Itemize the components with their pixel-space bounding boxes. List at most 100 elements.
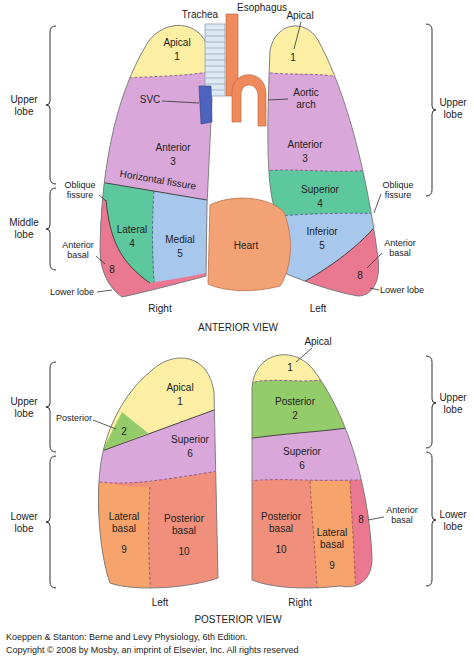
segment-name: Posterior basal [258,511,304,534]
lobe-label: Lower lobe [380,285,424,295]
structure-label: Aortic arch [287,87,325,110]
side-label: Right [288,597,311,609]
segment-name: Apical [166,382,193,394]
segment-number: 3 [170,156,176,168]
lung-outline [252,355,372,588]
apical-segment [80,0,220,84]
lobe-bracket [426,24,436,196]
segment-name: Lateral basal [104,511,144,534]
left-lung-posterior [80,330,230,610]
leader-line [97,290,112,292]
lobe-label: Middle lobe [4,217,44,240]
credit-line: Koeppen & Stanton: Berne and Levy Physio… [6,632,248,642]
credit-line: Copyright © 2008 by Mosby, an imprint of… [6,645,299,655]
segment-number: 1 [287,362,293,374]
structure-label: SVC [140,94,161,106]
oblique-fissure-line [106,200,150,283]
leader-line [99,195,106,201]
segment-number: 4 [317,198,323,210]
segment-name: Superior [283,446,321,458]
lobe-label: Lower lobe [435,509,471,532]
view-title: ANTERIOR VIEW [198,322,278,334]
segment-border [149,487,152,610]
fissure-label: Oblique fissure [60,180,100,201]
right-lung-anterior [80,0,230,320]
segment-name: Lateral basal [313,527,351,550]
segment-border [310,481,318,610]
aortic-arch [232,75,266,126]
side-label: Left [310,303,327,315]
oblique-fissure-line [80,406,225,459]
lobe-bracket [46,26,56,184]
leader-lines [93,22,384,520]
segment-number: 8 [357,270,363,282]
lobe-label: Lower lobe [50,287,94,297]
segment-number: 3 [302,153,308,165]
leader-line [294,22,301,49]
superior-vena-cava [199,86,212,124]
segment-name: Lateral [117,224,148,236]
leader-line [374,194,381,213]
segment-name: Superior [171,434,209,446]
segment-callout: Anterior basal [381,505,423,526]
segment-number: 5 [177,248,183,260]
segment-name: Anterior [287,139,322,151]
segment-number: 4 [129,238,135,250]
segment-name: Inferior [306,226,337,238]
anterior-basal-segment [80,195,210,320]
segment-number: 8 [358,514,364,526]
segment-border [350,481,356,610]
segment-callout: Apical [304,336,331,348]
segment-border [250,168,390,172]
anterior-basal-segment [300,212,395,320]
segment-number: 6 [187,448,193,460]
superior-segment [80,330,230,610]
segment-number: 2 [121,426,127,438]
segment-number: 9 [329,560,335,572]
segment-number: 1 [174,51,180,63]
leader-line [93,420,116,429]
lobe-bracket [426,356,436,448]
tracheal-rings [205,30,225,90]
segment-name: Medial [165,234,194,246]
structure-label: Esophagus [237,2,287,14]
lateral-basal-segment [310,481,356,610]
posterior-basal-segment [80,470,225,610]
segment-callout: Apical [286,10,313,22]
segment-number: 1 [290,52,296,64]
segment-number: 5 [319,240,325,252]
segment-number: 10 [178,546,189,558]
lobe-bracket [426,452,436,586]
lobe-label: Upper lobe [4,396,44,419]
fissure-label: Oblique fissure [378,180,418,201]
side-label: Left [152,597,169,609]
segment-border [80,70,220,84]
lobe-label: Upper lobe [435,392,471,415]
segment-callout: Anterior basal [58,240,98,261]
leader-line [268,99,288,100]
lateral-basal-segment [80,478,152,610]
lung-outline [100,25,212,297]
segment-border [80,470,225,483]
oblique-fissure-line [300,215,385,284]
lobe-label: Lower lobe [4,511,44,534]
segment-callout: Anterior basal [380,238,420,259]
lobe-label: Upper lobe [4,94,44,117]
leader-line [296,348,312,362]
segment-callout: Posterior [56,413,92,423]
apical-segment [80,340,225,459]
segment-name: Anterior [155,142,190,154]
segment-number: 1 [177,396,183,408]
side-label: Right [148,303,171,315]
lobe-bracket [46,456,56,588]
lung-outline [98,358,218,588]
segment-number: 10 [275,544,286,556]
lobe-bracket [46,188,56,270]
anterior-segment [80,0,230,320]
segment-number: 6 [299,460,305,472]
lobe-brackets [46,24,436,588]
segment-name: Posterior basal [159,513,209,536]
oblique-fissure-line [240,425,365,440]
anterior-basal-segment [350,478,395,610]
medial-segment [80,179,220,320]
